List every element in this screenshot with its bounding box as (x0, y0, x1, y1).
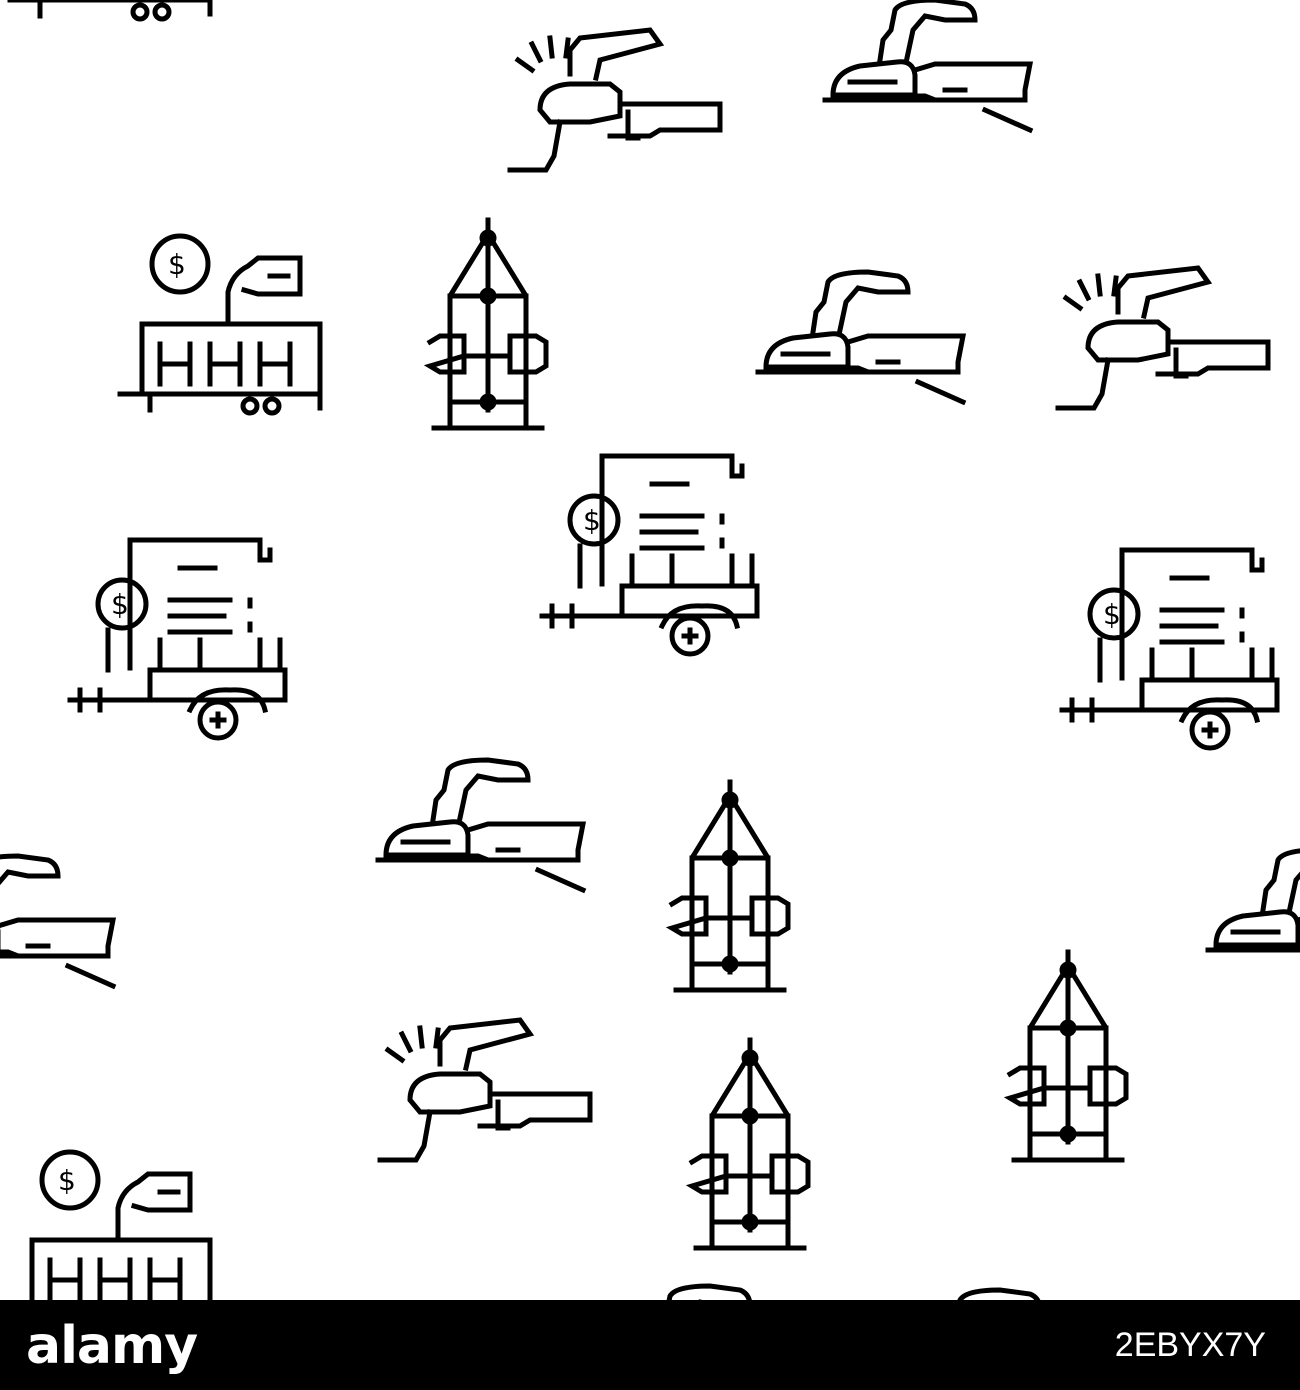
trailer-hitch-icon (380, 1020, 590, 1160)
trailer-coupler-icon (758, 272, 963, 402)
boat-trailer-frame-icon (1010, 952, 1126, 1160)
boat-trailer-frame-icon (430, 220, 546, 428)
trailer-coupler-icon (378, 760, 583, 890)
trailer-coupler-icon (1208, 850, 1300, 980)
boat-trailer-frame-icon (692, 1040, 808, 1248)
trailer-rental-document-icon (70, 540, 285, 738)
trailer-coupler-icon (890, 1290, 1095, 1300)
trailer-rental-document-icon (542, 456, 757, 654)
alamy-logo: alamy (26, 1316, 198, 1376)
trailer-coupler-icon (600, 1286, 805, 1300)
image-id-label: 2EBYX7Y (1114, 1326, 1266, 1364)
seamless-icon-pattern: $ $ (0, 0, 1300, 1300)
trailer-hitch-icon (1058, 268, 1268, 408)
trailer-price-tag-icon (10, 1152, 210, 1300)
trailer-coupler-icon (0, 856, 113, 986)
boat-trailer-frame-icon (672, 782, 788, 990)
trailer-price-tag-icon (120, 236, 320, 413)
trailer-coupler-icon (825, 0, 1030, 130)
trailer-price-tag-icon (10, 0, 210, 19)
trailer-hitch-icon (510, 30, 720, 170)
watermark-banner: alamy 2EBYX7Y (0, 1300, 1300, 1390)
trailer-rental-document-icon (1062, 550, 1277, 748)
